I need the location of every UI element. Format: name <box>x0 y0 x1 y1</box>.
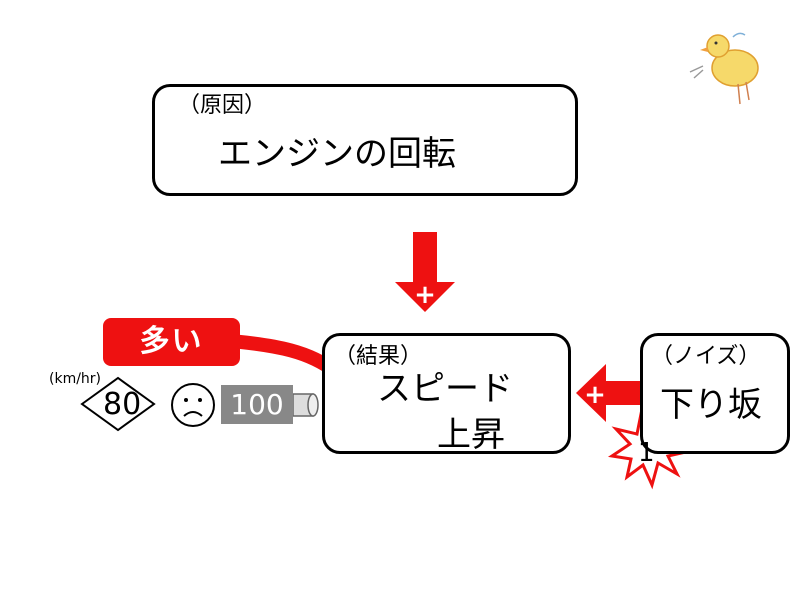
odometer-reading: 100 <box>221 385 293 424</box>
burst-count: 1 <box>638 438 655 468</box>
cause-box <box>152 84 578 196</box>
down-arrow-plus: + <box>414 280 436 310</box>
down-arrow-icon: + <box>395 232 455 312</box>
odometer-cap-icon <box>292 393 319 417</box>
result-box <box>322 333 571 454</box>
cause-label: （原因） <box>178 93 267 118</box>
noise-label: （ノイズ） <box>651 344 761 369</box>
noise-box <box>640 333 790 454</box>
duck-sketch-icon <box>689 32 759 105</box>
result-label: （結果） <box>334 344 423 369</box>
sad-face-icon <box>171 383 215 427</box>
many-tag: 多い <box>103 318 240 366</box>
left-arrow-icon: + <box>576 364 640 422</box>
speed-unit-label: (km/hr) <box>49 371 102 387</box>
speed-limit-sign-icon <box>80 376 156 432</box>
speed-limit-value: 80 <box>103 387 142 422</box>
cause-text: エンジンの回転 <box>218 134 456 174</box>
left-arrow-plus: + <box>584 380 606 410</box>
noise-text: 下り坂 <box>660 385 762 425</box>
result-text-line1: スピード <box>377 369 513 409</box>
result-text-line2: 上昇 <box>437 415 505 455</box>
